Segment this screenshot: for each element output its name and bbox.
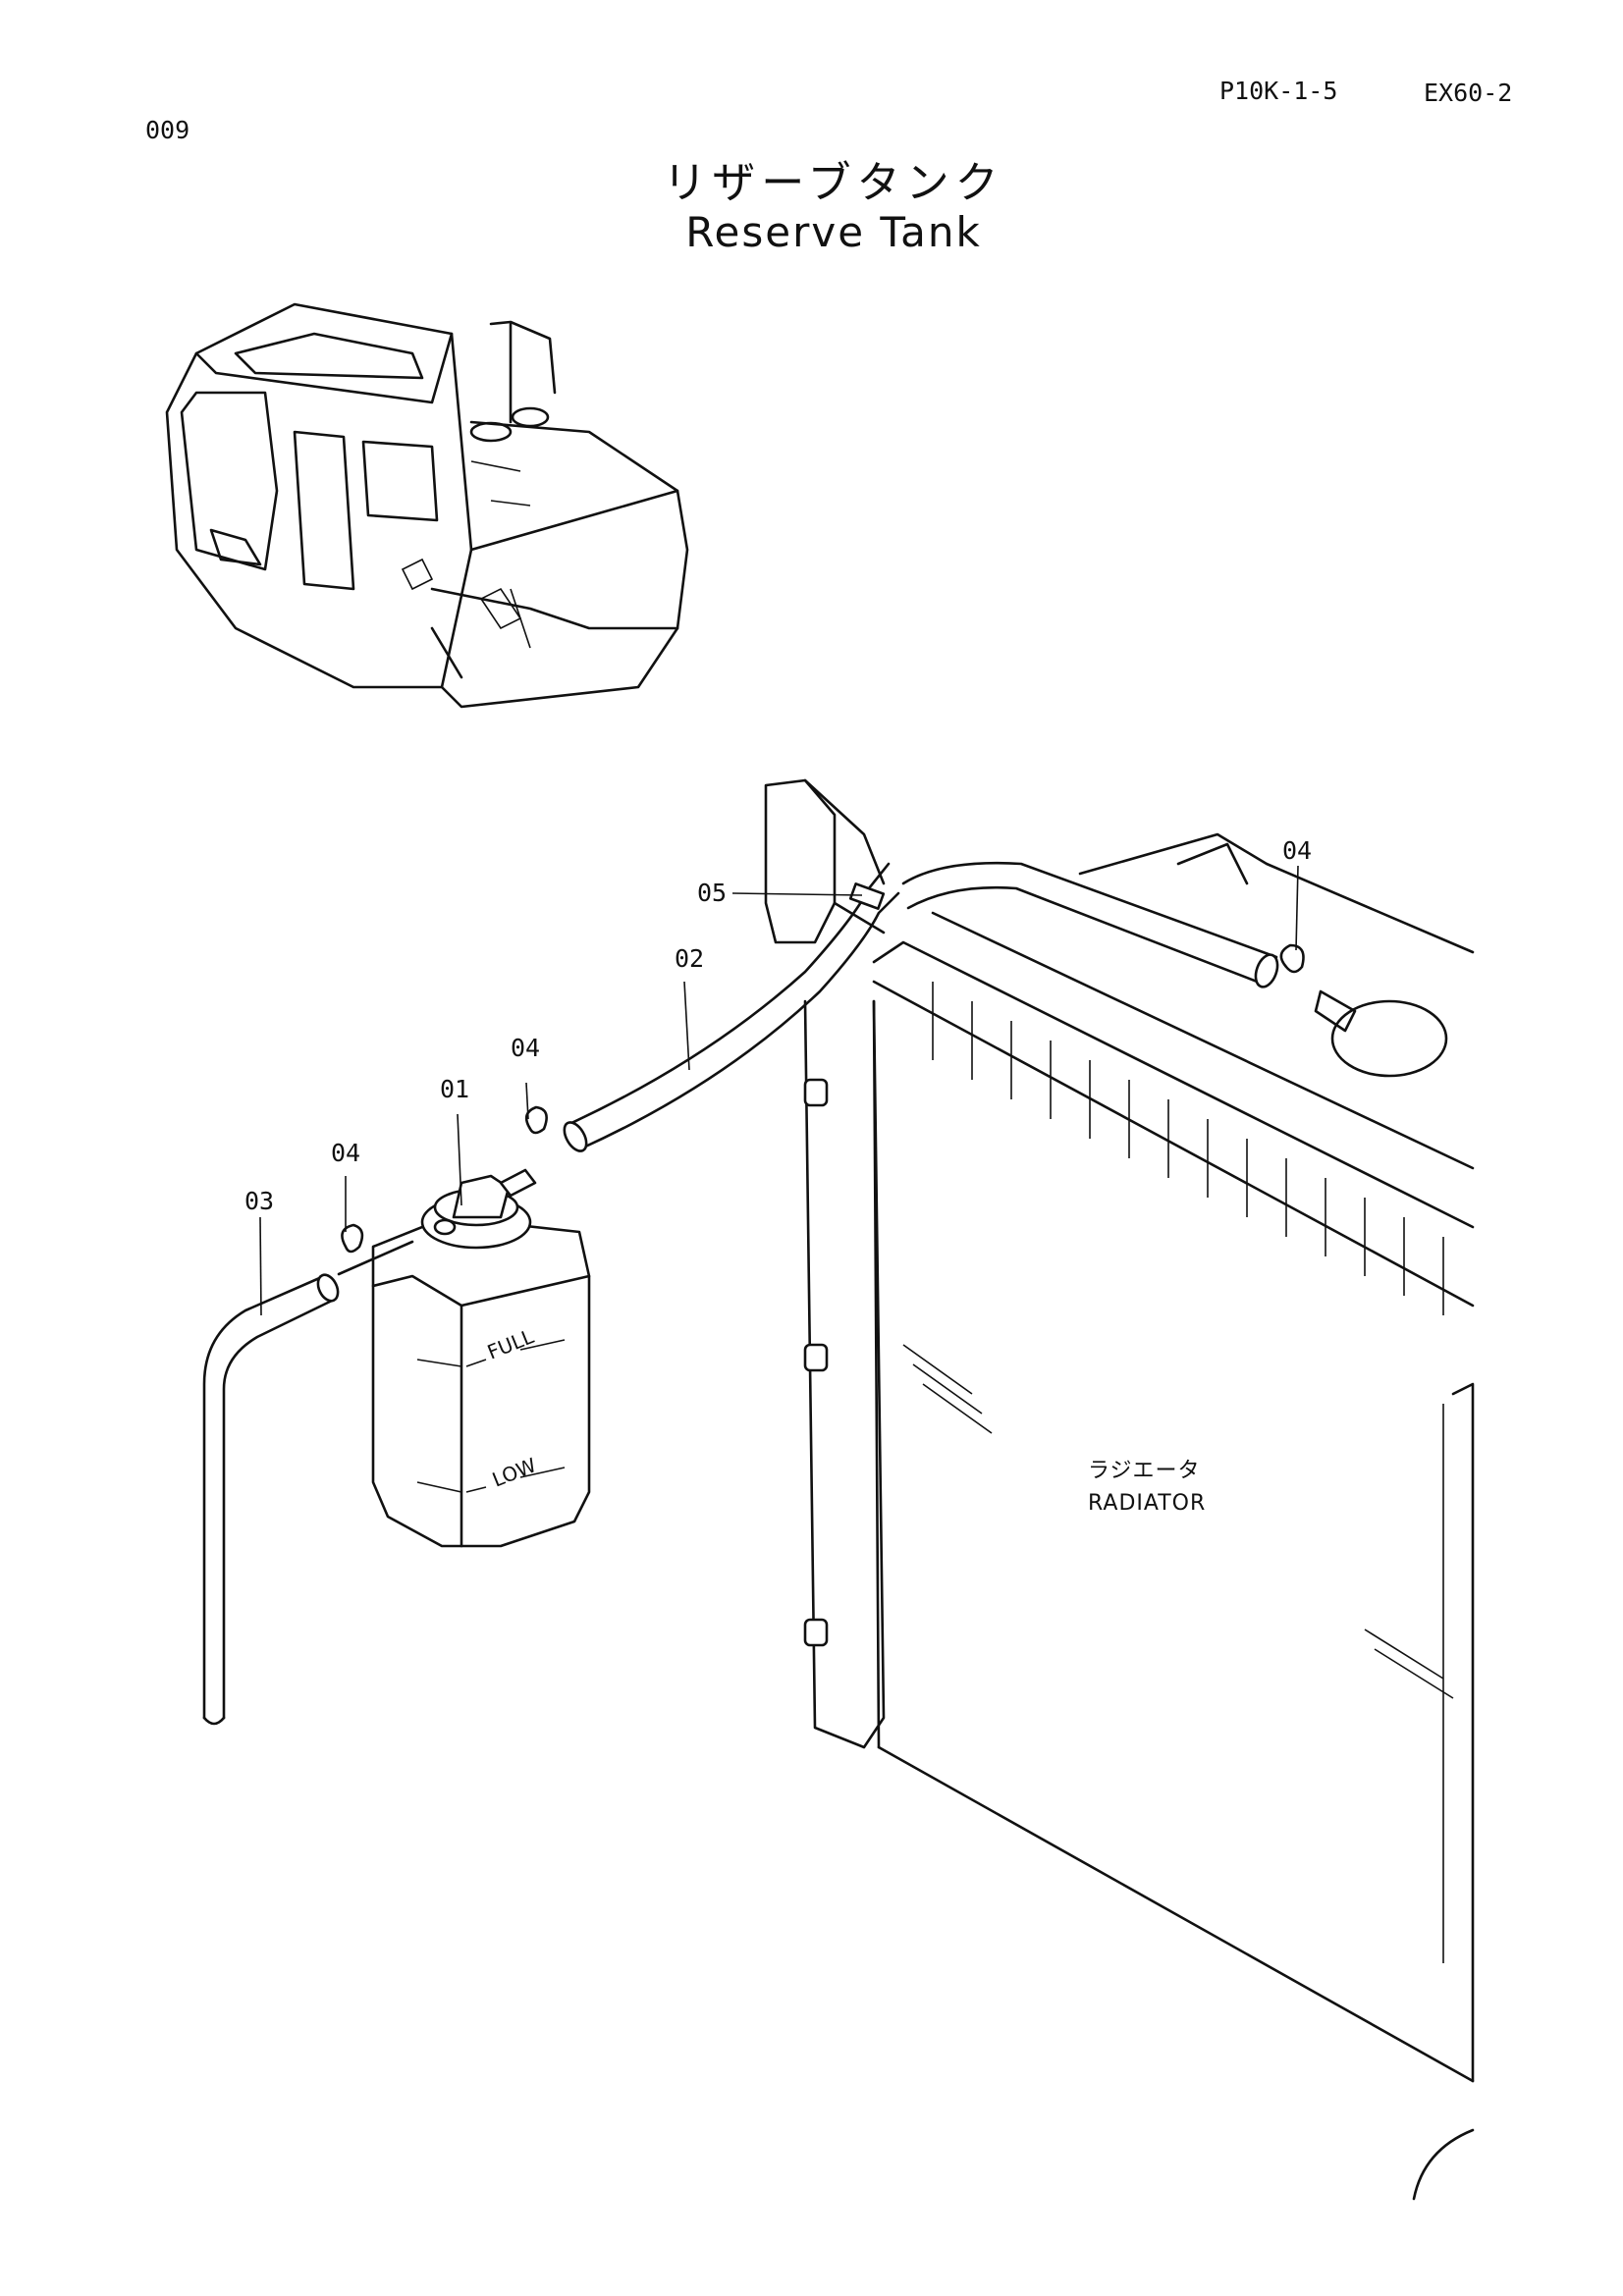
tank-low-mark: LOW — [489, 1453, 540, 1492]
callout-01: 01 — [440, 1075, 469, 1103]
radiator-label-english: RADIATOR — [1088, 1491, 1206, 1516]
radiator — [764, 778, 1475, 2201]
callout-02: 02 — [675, 944, 704, 973]
callout-04-top: 04 — [511, 1034, 540, 1062]
callout-04-tank: 04 — [331, 1139, 360, 1167]
overflow-hose — [202, 1240, 414, 1726]
tank-full-mark: FULL — [484, 1324, 538, 1364]
page-code: P10K-1-5 — [1219, 77, 1338, 105]
hose-clips — [341, 943, 1305, 1254]
leader-lines — [259, 865, 1299, 1316]
reserve-tank — [371, 1168, 591, 1548]
excavator-overview-illustration — [165, 302, 689, 709]
callout-04-right: 04 — [1282, 836, 1312, 865]
radiator-label-japanese: ラジエータ — [1088, 1459, 1201, 1483]
tank-hose — [563, 861, 1279, 1152]
hose-clamp — [848, 882, 886, 910]
callout-05: 05 — [697, 879, 727, 907]
model-code: EX60-2 — [1424, 79, 1513, 107]
title-english: Reserve Tank — [685, 208, 982, 256]
page-number: 009 — [145, 116, 190, 144]
callout-03: 03 — [244, 1187, 274, 1215]
title-japanese: リザーブタンク — [663, 158, 1004, 208]
